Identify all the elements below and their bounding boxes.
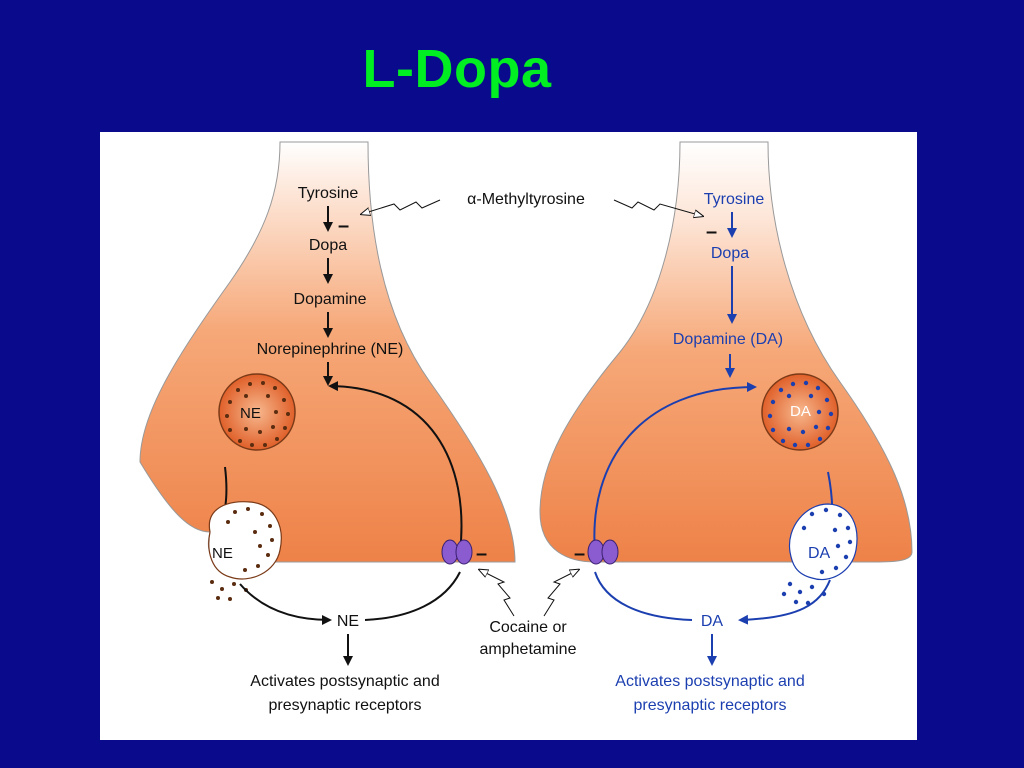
right-synapse-label: DA [701,613,724,630]
right-transporter [587,539,619,565]
left-zigzag-inhibit-arrow [362,199,441,214]
left-inhibit-minus: – [338,215,349,237]
left-reuptake-arrow [328,381,463,553]
left-cocaine-zigzag-arrow [480,570,515,617]
right-cocaine-zigzag-arrow [543,570,578,617]
right-effect-line1: Activates postsynaptic and [615,673,804,690]
left-dopamine-label: Dopamine [294,291,367,308]
left-effect-line2: presynaptic receptors [269,697,422,714]
right-released-dots [781,507,853,606]
left-transporter-minus: – [476,543,487,565]
left-cleft-to-transporter [364,571,461,621]
diagram-panel: Tyrosine – Dopa Dopamine Norepinephrine … [100,132,917,740]
cocaine-label-line2: amphetamine [480,641,577,658]
right-dopamine-label: Dopamine (DA) [673,331,783,348]
left-release-to-cleft-arrow [239,583,332,625]
left-released-vesicle: NE [208,501,282,601]
slide-title: L-Dopa [362,39,552,99]
right-tyrosine-label: Tyrosine [704,191,765,208]
right-effect-line2: presynaptic receptors [634,697,787,714]
left-transporter [441,539,473,565]
cocaine-label-line1: Cocaine or [489,619,567,636]
right-released-label: DA [808,545,831,562]
alpha-methyltyrosine-label: α-Methyltyrosine [467,191,585,208]
right-dopa-label: Dopa [711,245,749,262]
right-reuptake-arrow [593,382,757,553]
left-dopa-label: Dopa [309,237,347,254]
right-cleft-to-transporter [594,571,693,621]
right-vesicle-label: DA [790,403,811,420]
left-vesicle-label: NE [240,405,261,422]
right-released-vesicle: DA [781,503,858,606]
left-released-label: NE [212,545,233,562]
right-release-to-cleft-arrow [738,579,831,625]
left-synapse-label: NE [337,613,359,630]
left-vesicle-dots [225,381,290,447]
right-transporter-minus: – [574,543,585,565]
right-inhibit-minus: – [706,221,717,243]
left-storage-vesicle: NE [218,373,296,451]
right-zigzag-inhibit-arrow [613,199,702,216]
right-neuron-terminal [539,141,913,563]
left-norepinephrine-label: Norepinephrine (NE) [257,341,404,358]
left-effect-line1: Activates postsynaptic and [250,673,439,690]
right-storage-vesicle: DA [761,373,839,451]
right-vesicle-dots [767,380,834,448]
neurotransmitter-diagram: Tyrosine – Dopa Dopamine Norepinephrine … [139,141,913,714]
left-tyrosine-label: Tyrosine [298,185,359,202]
